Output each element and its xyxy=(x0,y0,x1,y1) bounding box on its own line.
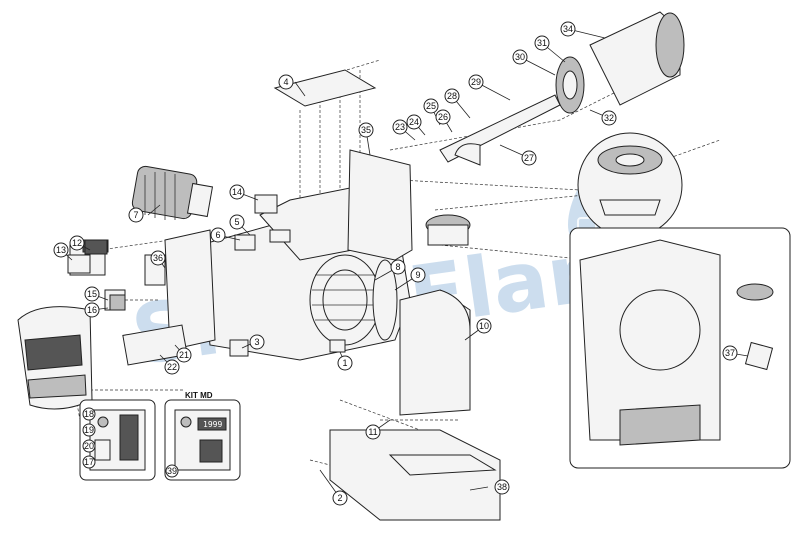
callout-37: 37 xyxy=(722,345,738,361)
svg-text:12: 12 xyxy=(72,238,82,248)
svg-text:26: 26 xyxy=(438,112,448,122)
svg-text:11: 11 xyxy=(368,427,377,437)
callout-25: 25 xyxy=(423,98,439,114)
svg-text:7: 7 xyxy=(133,210,138,220)
svg-text:5: 5 xyxy=(234,217,239,227)
callout-39: 39 xyxy=(165,464,179,478)
callout-4: 4 xyxy=(278,74,294,90)
svg-text:4: 4 xyxy=(283,77,288,87)
svg-text:15: 15 xyxy=(87,289,97,299)
control-panel-kit-md: KIT MD 1999 xyxy=(164,391,241,481)
svg-text:25: 25 xyxy=(426,101,436,111)
enclosure-detail-box xyxy=(569,227,791,469)
callout-2: 2 xyxy=(332,490,348,506)
callout-8: 8 xyxy=(390,259,406,275)
callout-11: 11 xyxy=(365,424,381,440)
svg-text:38: 38 xyxy=(497,482,507,492)
callout-19: 19 xyxy=(82,423,96,437)
callout-27: 27 xyxy=(521,150,537,166)
svg-text:18: 18 xyxy=(84,409,94,419)
air-ring xyxy=(372,259,398,341)
svg-text:22: 22 xyxy=(167,362,177,372)
callout-22: 22 xyxy=(164,359,180,375)
air-intake-box xyxy=(399,289,471,416)
gas-valve-detail xyxy=(577,132,683,238)
callout-9: 9 xyxy=(410,267,426,283)
callout-15: 15 xyxy=(84,286,100,302)
svg-text:39: 39 xyxy=(167,466,177,476)
dial-icon xyxy=(97,416,109,428)
callout-20: 20 xyxy=(82,439,96,453)
callout-29: 29 xyxy=(468,74,484,90)
diffuser-disc xyxy=(555,56,585,114)
motor xyxy=(131,165,214,220)
callout-31: 31 xyxy=(534,35,550,51)
blower-housing xyxy=(199,149,413,361)
svg-text:16: 16 xyxy=(87,305,97,315)
callout-23: 23 xyxy=(392,119,408,135)
kit-md-label: KIT MD xyxy=(185,391,213,400)
callout-10: 10 xyxy=(476,318,492,334)
svg-text:10: 10 xyxy=(479,321,489,331)
callout-26: 26 xyxy=(435,109,451,125)
silencer-box xyxy=(329,429,501,521)
svg-text:21: 21 xyxy=(179,350,189,360)
svg-text:19: 19 xyxy=(84,425,94,435)
fan-wheel xyxy=(309,254,381,346)
callout-35: 35 xyxy=(358,122,374,138)
svg-text:29: 29 xyxy=(471,77,481,87)
svg-text:8: 8 xyxy=(395,262,400,272)
svg-text:3: 3 xyxy=(254,337,259,347)
dial-icon xyxy=(180,416,192,428)
svg-text:32: 32 xyxy=(604,113,614,123)
callout-32: 32 xyxy=(601,110,617,126)
callout-14: 14 xyxy=(229,184,245,200)
callout-5: 5 xyxy=(229,214,245,230)
control-panel-1 xyxy=(79,399,156,481)
svg-text:23: 23 xyxy=(395,122,405,132)
svg-text:20: 20 xyxy=(84,441,94,451)
blast-tube xyxy=(589,11,685,106)
svg-text:37: 37 xyxy=(725,348,735,358)
callout-7: 7 xyxy=(128,207,144,223)
callout-12: 12 xyxy=(69,235,85,251)
svg-text:6: 6 xyxy=(215,230,220,240)
kit-md-display: 1999 xyxy=(203,420,222,429)
callout-30: 30 xyxy=(512,49,528,65)
svg-text:30: 30 xyxy=(515,52,525,62)
callout-21: 21 xyxy=(176,347,192,363)
svg-text:14: 14 xyxy=(232,187,242,197)
burner-cover xyxy=(17,306,93,410)
svg-text:35: 35 xyxy=(361,125,371,135)
callout-17: 17 xyxy=(82,455,96,469)
svg-text:36: 36 xyxy=(153,253,163,263)
callout-36: 36 xyxy=(150,250,166,266)
callout-18: 18 xyxy=(82,407,96,421)
callout-13: 13 xyxy=(53,242,69,258)
callout-28: 28 xyxy=(444,88,460,104)
gas-valve-part xyxy=(425,214,471,246)
cover-panel xyxy=(273,69,377,107)
svg-text:9: 9 xyxy=(415,270,420,280)
svg-text:2: 2 xyxy=(337,493,342,503)
svg-text:27: 27 xyxy=(524,153,534,163)
callout-6: 6 xyxy=(210,227,226,243)
callout-3: 3 xyxy=(249,334,265,350)
callout-1: 1 xyxy=(337,355,353,371)
callout-38: 38 xyxy=(494,479,510,495)
svg-text:34: 34 xyxy=(563,24,573,34)
combustion-head-rod xyxy=(439,94,561,166)
svg-text:13: 13 xyxy=(56,245,66,255)
svg-text:24: 24 xyxy=(409,117,419,127)
svg-text:31: 31 xyxy=(537,38,547,48)
svg-text:17: 17 xyxy=(84,457,94,467)
svg-text:1: 1 xyxy=(342,358,347,368)
callout-16: 16 xyxy=(84,302,100,318)
svg-text:28: 28 xyxy=(447,91,457,101)
callout-34: 34 xyxy=(560,21,576,37)
callout-24: 24 xyxy=(406,114,422,130)
